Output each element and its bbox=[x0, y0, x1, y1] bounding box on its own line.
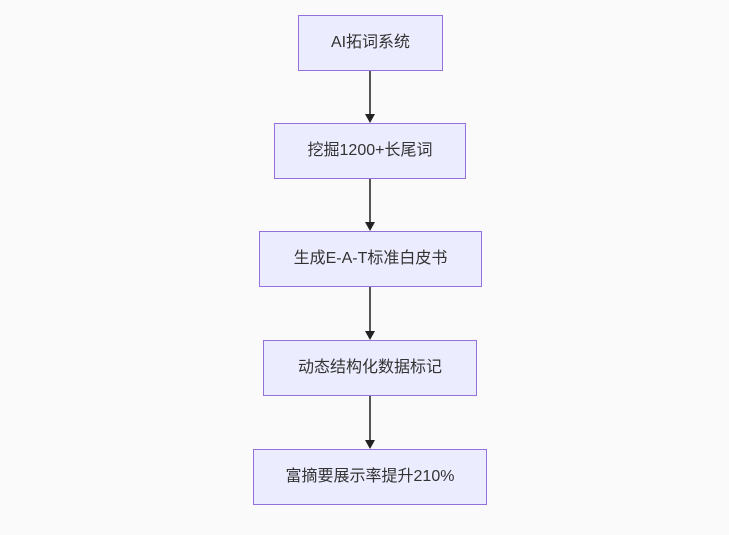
flow-node-generate-eat-whitepaper: 生成E-A-T标准白皮书 bbox=[259, 231, 482, 287]
arrow-down-icon bbox=[365, 222, 375, 231]
arrow-line bbox=[369, 71, 371, 115]
arrow-down-icon bbox=[365, 440, 375, 449]
arrow-down-icon bbox=[365, 114, 375, 123]
flow-node-ai-word-expansion-system: AI拓词系统 bbox=[298, 15, 443, 71]
flow-node-dynamic-structured-data-markup: 动态结构化数据标记 bbox=[263, 340, 477, 396]
flow-node-label: 生成E-A-T标准白皮书 bbox=[293, 250, 448, 267]
flow-edge-3-4 bbox=[365, 287, 375, 340]
arrow-line bbox=[369, 179, 371, 223]
flow-node-label: AI拓词系统 bbox=[330, 34, 411, 51]
arrow-down-icon bbox=[365, 331, 375, 340]
flow-node-label: 富摘要展示率提升210% bbox=[285, 468, 455, 485]
flow-node-mine-longtail-keywords: 挖掘1200+长尾词 bbox=[274, 123, 466, 179]
flow-node-label: 动态结构化数据标记 bbox=[297, 359, 442, 376]
flow-edge-4-5 bbox=[365, 396, 375, 449]
flow-node-label: 挖掘1200+长尾词 bbox=[307, 142, 433, 159]
arrow-line bbox=[369, 396, 371, 441]
flow-node-rich-snippet-rate-increase: 富摘要展示率提升210% bbox=[253, 449, 487, 505]
flow-edge-2-3 bbox=[365, 179, 375, 231]
flow-edge-1-2 bbox=[365, 71, 375, 123]
arrow-line bbox=[369, 287, 371, 332]
